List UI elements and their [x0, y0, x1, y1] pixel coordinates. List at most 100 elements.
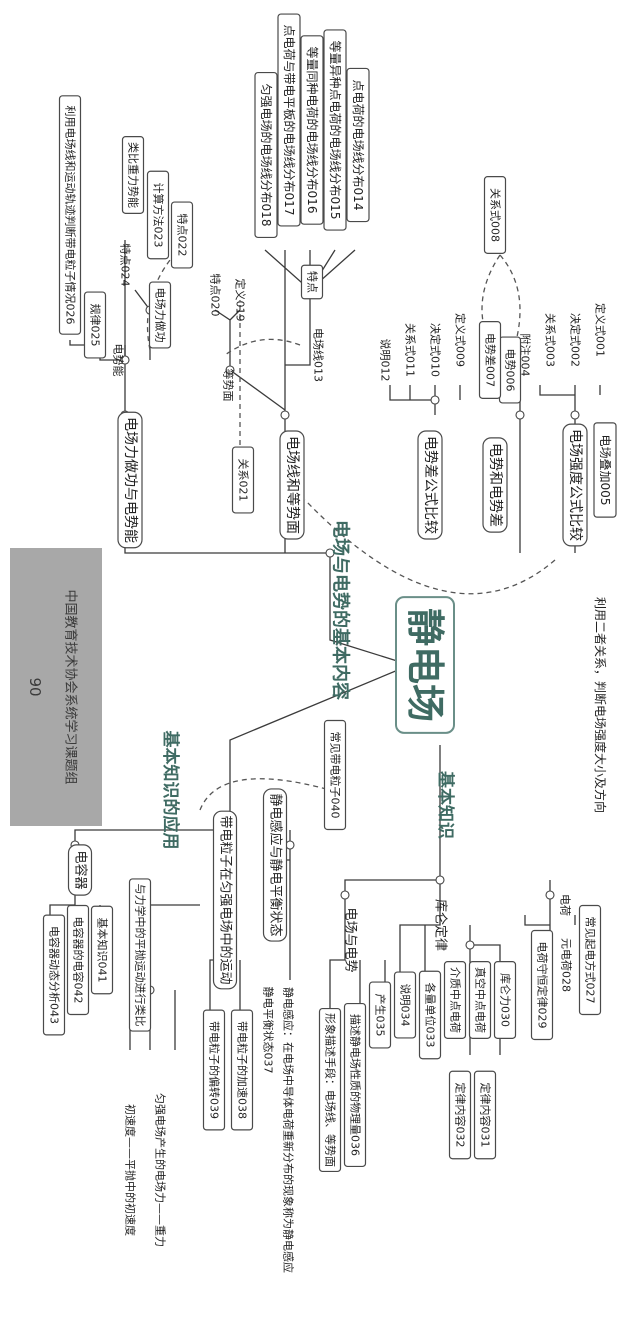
- node-dec010: 决定式010: [429, 323, 443, 377]
- node-box: [473, 1070, 497, 1160]
- node-dist017: 点电荷与带电平板的电场线分布017: [277, 13, 301, 227]
- node-label: 库仑定律: [433, 899, 449, 951]
- node-box: [66, 904, 90, 1016]
- node-label: 定律内容032: [454, 1083, 468, 1148]
- node-box: [254, 71, 278, 239]
- node-medium: 介质中点电荷: [443, 961, 467, 1039]
- node-elem028: 元电荷028: [560, 938, 573, 992]
- node-coulomb: 库仑定律: [433, 899, 449, 951]
- node-label: 说明012: [379, 339, 393, 382]
- node-label: 电荷: [559, 894, 572, 916]
- node-box: [146, 170, 170, 260]
- node-unit033: 各量单位033: [418, 970, 442, 1060]
- node-box: [300, 35, 324, 225]
- node-lines-equip: 电场线和等势面: [279, 430, 305, 540]
- node-dist018: 匀强电场的电场线分布018: [254, 71, 278, 239]
- node-def019: 定义019: [234, 279, 248, 322]
- node-label: 带电粒子的偏转039: [208, 1021, 222, 1119]
- node-rel008: 关系式008: [483, 176, 507, 254]
- node-label: 电场线和等势面: [284, 436, 301, 534]
- node-label: 形象描述手段：电场线、等势面: [324, 1013, 338, 1167]
- node-label: 等量同种电荷的电场线分布016: [305, 47, 320, 214]
- node-label: 等势面: [222, 369, 236, 402]
- node-use026: 利用电场线和运动轨迹判断带电粒子情况026: [58, 95, 82, 335]
- node-methods: 形象描述手段：电场线、等势面: [318, 1007, 342, 1173]
- node-box: [83, 291, 107, 359]
- node-label: 常见带电粒子040: [329, 732, 343, 819]
- node-label: 电势006: [504, 349, 517, 392]
- node-box: [279, 430, 305, 540]
- node-note034: 说明034: [393, 971, 417, 1039]
- node-label: 库仑力030: [499, 973, 513, 1027]
- side-panel-bg: [10, 548, 102, 826]
- node-label: 电荷守恒定律029: [536, 942, 550, 1029]
- page-number: 90: [26, 677, 44, 696]
- node-equip-surface: 等势面: [222, 369, 236, 402]
- node-box: [483, 176, 507, 254]
- node-features: 特点: [300, 264, 324, 300]
- node-potential006: 电势006: [498, 336, 522, 404]
- node-analogy: 类比重力势能: [121, 136, 145, 214]
- node-label: 关系式003: [544, 313, 558, 367]
- node-label: 电场力做功与电势能: [122, 417, 138, 543]
- node-box: [562, 423, 588, 547]
- node-cap042: 电容器的电容042: [66, 904, 90, 1016]
- node-label: 基本知识: [435, 770, 456, 839]
- node-label: 基本知识的应用: [160, 730, 181, 850]
- node-content: 电场与电势的基本内容: [330, 520, 352, 700]
- node-energy: 电势能: [112, 344, 126, 377]
- node-label: 关系式011: [404, 323, 418, 377]
- node-force-gravity: 匀强电场产生的电场力——重力: [154, 1093, 168, 1247]
- node-field-strength: 电场强度公式比较: [562, 423, 588, 547]
- node-cons029: 电荷守恒定律029: [530, 929, 554, 1041]
- node-label: 元电荷028: [560, 938, 573, 992]
- node-center: 静电场: [395, 596, 455, 734]
- node-label: 决定式002: [569, 313, 583, 367]
- node-label: 规律025: [89, 304, 103, 347]
- node-label: 电场与电势的基本内容: [330, 520, 352, 700]
- node-rel011: 关系式011: [404, 323, 418, 377]
- node-box: [530, 929, 554, 1041]
- node-def001: 定义式001: [594, 303, 608, 357]
- node-deflect039: 带电粒子的偏转039: [202, 1009, 226, 1131]
- node-label: 利用二者关系，判断电场强度大小及方向: [593, 597, 608, 813]
- node-accel038: 带电粒子的加速038: [230, 1009, 254, 1131]
- node-knowledge: 基本知识: [435, 770, 456, 839]
- node-label: 电场线013: [312, 328, 326, 382]
- node-feat020: 特点020: [209, 274, 223, 317]
- node-box: [593, 422, 617, 518]
- node-label: 电势差公式比较: [422, 436, 438, 534]
- node-box: [318, 1007, 342, 1173]
- node-box: [212, 810, 238, 990]
- node-label: 基本知识041: [96, 918, 110, 983]
- node-dyn043: 电容器动态分析043: [42, 914, 66, 1036]
- node-label: 带电粒子的加速038: [236, 1021, 250, 1119]
- node-work-energy: 电场力做功与电势能: [117, 411, 143, 549]
- node-superposition: 电场叠加005: [593, 422, 617, 518]
- node-label: 电场与电势: [343, 907, 359, 972]
- node-label: 电场强度公式比较: [567, 429, 583, 541]
- node-particles040: 常见带电粒子040: [323, 719, 347, 831]
- node-label: 计算方法023: [152, 183, 166, 248]
- node-label: 匀强电场的电场线分布018: [259, 84, 274, 227]
- node-rel021: 关系021: [231, 446, 255, 514]
- node-box: [42, 914, 66, 1036]
- node-label: 描述静电场性质的物理量036: [349, 1014, 363, 1156]
- node-motion: 带电粒子在匀强电场中的运动: [212, 810, 238, 990]
- node-label: 真空中点电荷: [474, 967, 488, 1033]
- node-label: 关系式008: [489, 188, 503, 242]
- node-produce035: 产生035: [368, 981, 392, 1049]
- node-content032: 定律内容032: [448, 1070, 472, 1160]
- node-box: [230, 1009, 254, 1131]
- node-init-speed: 初速度——平抛中的初速度: [124, 1104, 138, 1236]
- node-label: 定义式009: [454, 313, 468, 367]
- node-label: 关系021: [237, 459, 251, 502]
- node-box: [417, 430, 443, 540]
- node-box: [482, 437, 508, 533]
- node-box: [300, 264, 324, 300]
- node-label: 初速度——平抛中的初速度: [124, 1104, 138, 1236]
- node-box: [231, 446, 255, 514]
- node-label: 特点022: [176, 214, 190, 257]
